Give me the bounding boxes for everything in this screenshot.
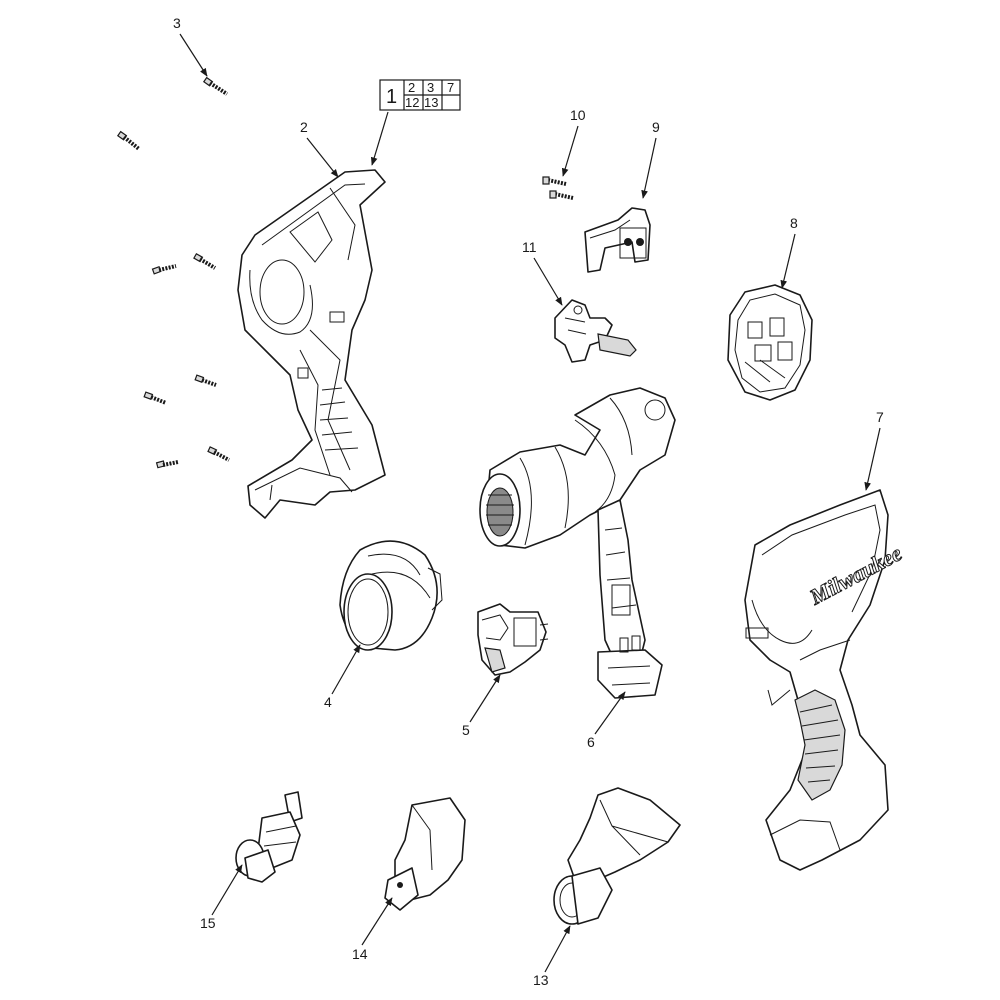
screw-icon: [202, 76, 229, 96]
callout-9: 9: [652, 119, 660, 135]
callout-11: 11: [522, 239, 537, 255]
heater-motor-assembly: [479, 387, 676, 699]
wide-spreader-nozzle: [553, 787, 681, 925]
callout-5: 5: [462, 722, 470, 738]
callout-6: 6: [587, 734, 595, 750]
left-housing-half: [237, 169, 386, 519]
kit-box-cell: 3: [427, 80, 434, 95]
kit-box-cell: 13: [424, 95, 438, 110]
callout-4: 4: [324, 694, 332, 710]
callout-labels: 3 2 10 9 11 8 7 4 5 6 15 14 13: [173, 15, 884, 988]
kit-box-cell: 12: [405, 95, 419, 110]
rear-end-cap: [727, 284, 813, 401]
screw-icon: [193, 252, 217, 270]
kit-box-cell: 7: [447, 80, 454, 95]
kit-box-cell: 2: [408, 80, 415, 95]
screw-icon: [151, 264, 177, 275]
deflector-nozzle: [384, 797, 466, 911]
screw-icon: [143, 391, 167, 405]
callout-10: 10: [570, 107, 586, 123]
screw-icon: [194, 374, 217, 387]
callout-13: 13: [533, 972, 549, 988]
callout-2: 2: [300, 119, 308, 135]
kit-box-main-label: 1: [386, 86, 397, 108]
screw-icon: [549, 190, 574, 200]
trigger-switch: [477, 603, 549, 676]
nozzle-cover-ring: [339, 540, 443, 651]
right-housing-half: Milwaukee: [744, 489, 907, 871]
callout-7: 7: [876, 409, 884, 425]
screw-icon: [542, 176, 567, 186]
mounting-bracket: [584, 207, 651, 273]
thermal-clip: [554, 299, 637, 363]
callout-14: 14: [352, 946, 368, 962]
kit-box: 1 2 3 7 12 13: [370, 79, 461, 166]
screw-icon: [155, 460, 179, 469]
screw-icon: [207, 446, 230, 462]
reducer-nozzle: [235, 791, 303, 883]
callout-8: 8: [790, 215, 798, 231]
screw-icon: [116, 130, 141, 151]
callout-15: 15: [200, 915, 216, 931]
callout-3: 3: [173, 15, 181, 31]
